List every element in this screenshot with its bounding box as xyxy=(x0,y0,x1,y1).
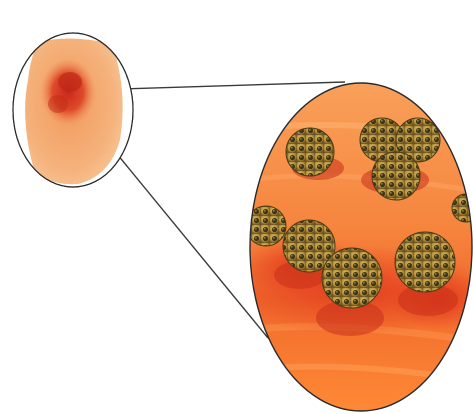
lesion-spot xyxy=(40,58,96,126)
virus-particle xyxy=(286,128,334,176)
magnified-view xyxy=(215,80,473,414)
virus-particle xyxy=(395,232,455,292)
virus-particle xyxy=(372,152,420,200)
small-specimen-view xyxy=(13,33,133,187)
virus-particle xyxy=(322,248,382,308)
